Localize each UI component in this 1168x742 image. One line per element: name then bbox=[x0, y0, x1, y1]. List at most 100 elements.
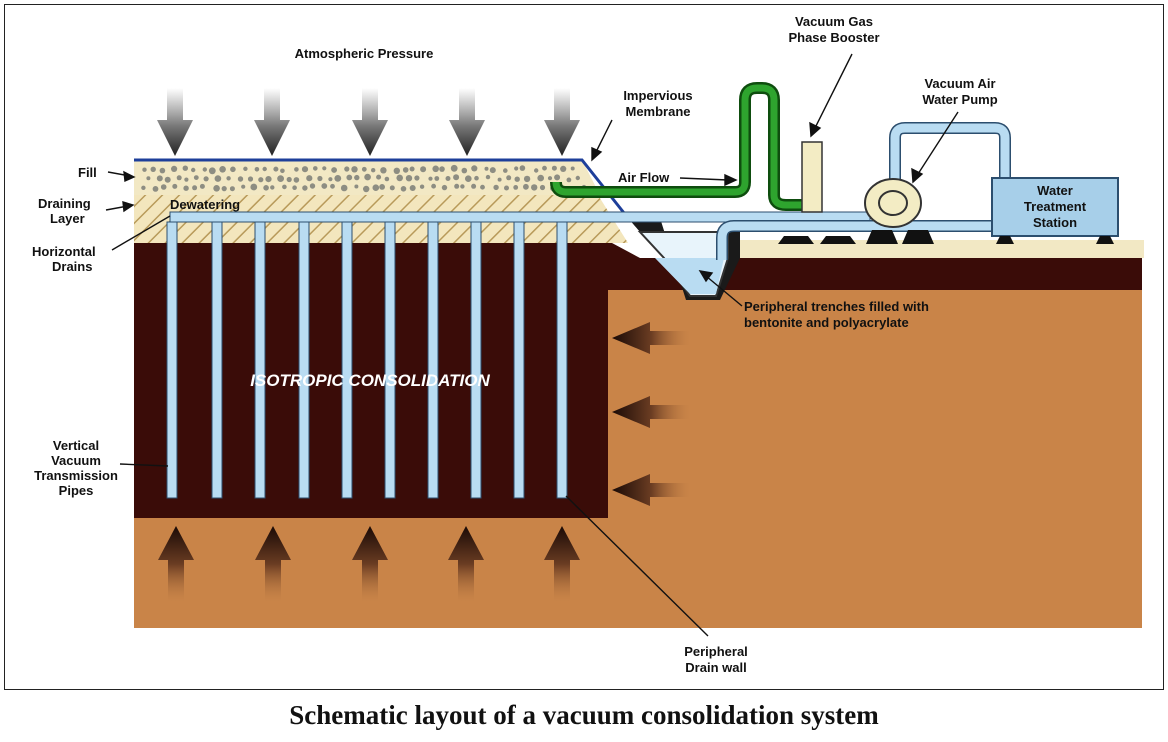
vertical-pipe bbox=[166, 221, 178, 499]
fill-gravel bbox=[141, 164, 586, 193]
label-pump-line2: Water Pump bbox=[922, 92, 997, 107]
gravel-stone bbox=[471, 165, 478, 172]
gravel-stone bbox=[506, 175, 512, 181]
label-draining-line2: Layer bbox=[50, 211, 85, 226]
leader-lines bbox=[105, 53, 959, 637]
gravel-stone bbox=[354, 184, 359, 189]
vertical-pipe bbox=[341, 221, 353, 499]
gravel-stone bbox=[330, 183, 335, 189]
label-draining-line1: Draining bbox=[38, 196, 91, 211]
gravel-stone bbox=[250, 183, 258, 191]
gravel-stone bbox=[277, 175, 284, 183]
label-station-line2: Treatment bbox=[1024, 199, 1087, 214]
up-arrow bbox=[255, 526, 291, 602]
vertical-pipe bbox=[556, 221, 568, 499]
gravel-stone bbox=[258, 177, 264, 183]
gravel-stone bbox=[379, 184, 385, 190]
gravel-stone bbox=[405, 175, 413, 182]
lateral-pressure-arrows bbox=[612, 322, 690, 506]
gravel-stone bbox=[273, 166, 279, 172]
gravel-stone bbox=[453, 174, 460, 181]
gravel-stone bbox=[302, 185, 308, 191]
gravel-stone bbox=[364, 173, 371, 181]
gravel-stone bbox=[213, 185, 220, 192]
impervious-membrane bbox=[134, 158, 630, 219]
air-flow-pipe bbox=[552, 84, 804, 209]
gravel-stone bbox=[306, 175, 313, 182]
gravel-stone bbox=[351, 166, 358, 173]
gravel-stone bbox=[282, 184, 287, 190]
gravel-stone bbox=[183, 185, 189, 191]
gravel-stone bbox=[560, 165, 567, 172]
up-arrow bbox=[448, 526, 484, 602]
gravel-stone bbox=[141, 185, 146, 190]
pump-loop-pipe-outline bbox=[889, 122, 1011, 190]
up-arrow bbox=[158, 526, 194, 602]
gravel-stone bbox=[420, 166, 427, 173]
gravel-stone bbox=[182, 165, 188, 171]
vertical-vacuum-pipes bbox=[166, 221, 568, 499]
vertical-pipe bbox=[470, 221, 482, 499]
gravel-stone bbox=[322, 166, 327, 171]
gravel-stone bbox=[428, 176, 433, 181]
gravel-stone bbox=[361, 166, 367, 172]
gravel-stone bbox=[504, 185, 509, 191]
gravel-stone bbox=[363, 185, 370, 193]
label-drain-wall-line1: Peripheral bbox=[684, 644, 748, 659]
gravel-stone bbox=[539, 184, 546, 191]
gravel-stone bbox=[389, 185, 395, 191]
gravel-stone bbox=[293, 177, 300, 183]
gravel-stone bbox=[570, 166, 575, 171]
gravel-stone bbox=[354, 174, 360, 181]
ground-surface-right bbox=[740, 240, 1144, 258]
label-station-line1: Water bbox=[1037, 183, 1073, 198]
gravel-stone bbox=[159, 167, 166, 174]
gravel-stone bbox=[474, 175, 479, 181]
gravel-stone bbox=[152, 186, 159, 192]
gravel-stone bbox=[317, 175, 323, 182]
gravel-stone bbox=[280, 168, 285, 174]
vertical-pipe bbox=[427, 221, 439, 499]
gravel-stone bbox=[243, 166, 248, 171]
gravel-stone bbox=[340, 184, 348, 192]
gravel-stone bbox=[450, 164, 458, 172]
gravel-stone bbox=[513, 185, 519, 190]
gravel-stone bbox=[156, 175, 163, 182]
up-arrow bbox=[352, 526, 388, 602]
label-drain-wall-line2: Drain wall bbox=[685, 660, 746, 675]
pump-loop-pipe bbox=[890, 123, 1010, 190]
gravel-stone bbox=[221, 186, 227, 192]
gravel-stone bbox=[534, 168, 539, 173]
label-vertical-pipes-line1: Vertical bbox=[53, 438, 99, 453]
gravel-stone bbox=[237, 176, 244, 182]
vertical-pipe bbox=[211, 221, 223, 499]
gravel-stone bbox=[192, 185, 198, 191]
gravel-stone bbox=[229, 186, 235, 192]
gravel-stone bbox=[542, 165, 547, 171]
label-trenches-line1: Peripheral trenches filled with bbox=[744, 299, 929, 314]
gravel-stone bbox=[263, 185, 269, 191]
up-arrow bbox=[544, 526, 580, 602]
water-treatment-station bbox=[991, 177, 1119, 237]
gravel-stone bbox=[372, 184, 380, 191]
gravel-stone bbox=[294, 167, 299, 172]
gravel-stone bbox=[230, 166, 236, 173]
atmospheric-pressure-arrows bbox=[157, 88, 580, 156]
gravel-stone bbox=[409, 185, 416, 191]
vertical-pipe bbox=[384, 221, 396, 499]
return-pipe bbox=[717, 221, 1000, 260]
gravel-stone bbox=[164, 176, 171, 183]
gravel-stone bbox=[328, 177, 333, 182]
figure-caption: Schematic layout of a vacuum consolidati… bbox=[289, 700, 879, 730]
gravel-stone bbox=[301, 166, 309, 173]
gravel-stone bbox=[419, 184, 425, 189]
gravel-stone bbox=[176, 175, 182, 181]
vertical-pipe bbox=[254, 221, 266, 499]
gravel-stone bbox=[226, 176, 231, 181]
label-horizontal-drains-line1: Horizontal bbox=[32, 244, 96, 259]
equipment-supports bbox=[778, 230, 1114, 244]
gravel-stone bbox=[292, 185, 297, 190]
gravel-stone bbox=[331, 167, 337, 173]
gravel-stone bbox=[409, 166, 415, 172]
gravel-stone bbox=[434, 176, 440, 181]
